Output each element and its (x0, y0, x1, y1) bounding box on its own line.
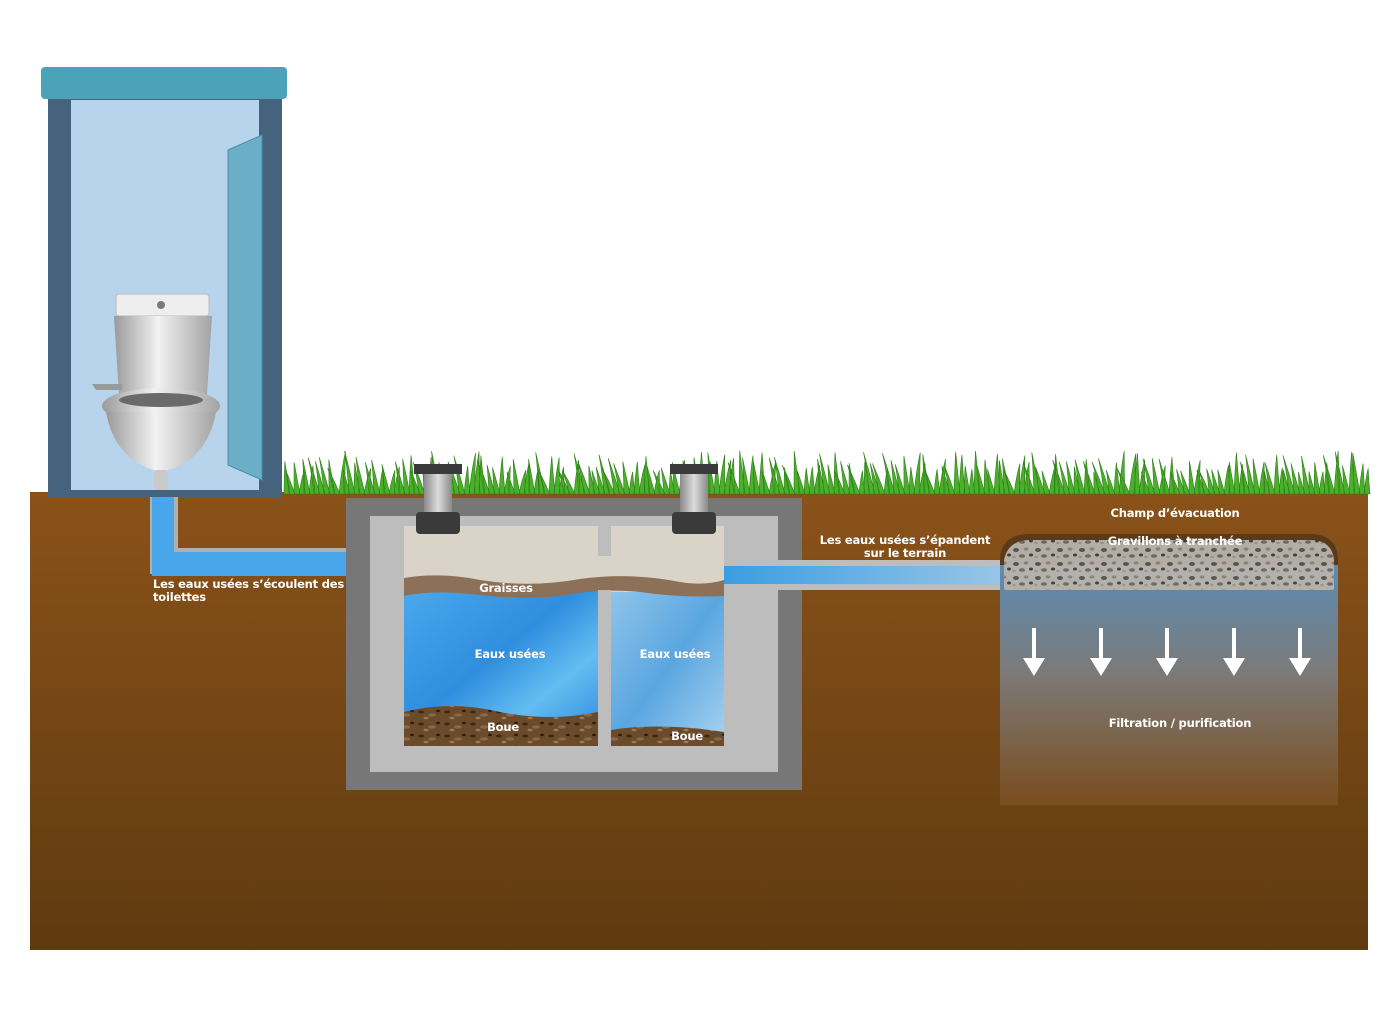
label-wastewater-left: Eaux usées (474, 647, 546, 661)
down-arrow-icon (1223, 628, 1245, 676)
inlet-pipe (150, 497, 446, 620)
label-filtration: Filtration / purification (1108, 716, 1252, 730)
grease-layer (404, 575, 724, 598)
down-arrow-icon (1090, 628, 1112, 676)
label-spread-line2: sur le terrain (863, 546, 947, 560)
label-spread: Les eaux usées s’épandent sur le terrain (808, 534, 1002, 560)
label-grease: Graisses (479, 581, 533, 595)
outlet-pipe (724, 560, 1014, 590)
toilet-icon (92, 293, 220, 490)
label-sludge-left: Boue (487, 720, 519, 734)
down-arrow-icon (1289, 628, 1311, 676)
grass (283, 450, 1371, 495)
down-arrow-icon (1156, 628, 1178, 676)
label-toilet-flow: Les eaux usées s’écoulent des toilettes (153, 577, 345, 604)
filtration-arrows (1023, 628, 1311, 676)
label-sludge-right: Boue (671, 729, 703, 743)
sludge-left (404, 706, 598, 746)
label-wastewater-right: Eaux usées (639, 647, 711, 661)
label-spread-line1: Les eaux usées s’épandent (819, 533, 991, 547)
drain-field (1000, 534, 1338, 805)
label-gravel: Gravillons à tranchée (1107, 534, 1243, 548)
cabin-door (227, 134, 263, 481)
sludge-right (611, 726, 724, 746)
label-drain-field: Champ d’évacuation (1110, 506, 1240, 520)
septic-tank (346, 464, 802, 790)
down-arrow-icon (1023, 628, 1045, 676)
